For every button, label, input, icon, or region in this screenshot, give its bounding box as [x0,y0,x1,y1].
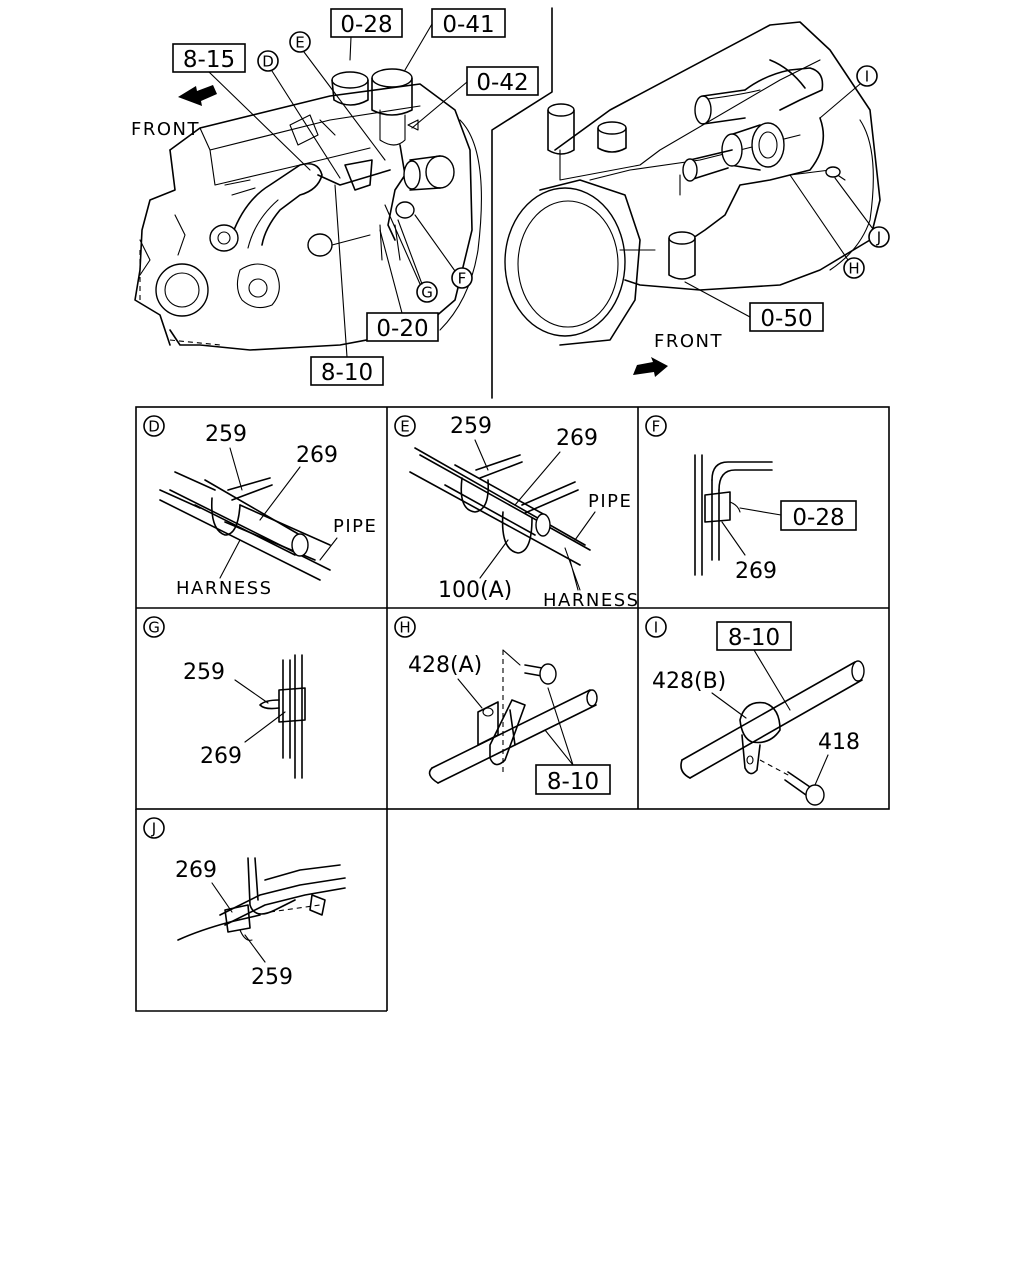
ref-0-41[interactable]: 0-41 [404,8,506,71]
detail-d: D 259 269 PIPE HARNESS [143,415,377,599]
detail-j-part-259: 259 [251,965,293,990]
left-front-arrow: FRONT [131,85,217,140]
left-front-label: FRONT [131,119,200,140]
detail-g-part-259: 259 [183,660,225,685]
marker-g-letter: G [421,284,433,302]
marker-i[interactable]: I [819,65,878,119]
detail-i-part-428b: 428(B) [652,669,726,694]
right-front-label: FRONT [654,331,723,352]
marker-e-letter: E [295,34,304,52]
marker-d[interactable]: D [257,50,341,179]
detail-e-letter: E [400,418,409,436]
ref-0-28[interactable]: 0-28 [330,8,403,61]
detail-g-part-269: 269 [200,744,242,769]
marker-j[interactable]: J [834,177,890,248]
ref-0-50-label: 0-50 [760,306,812,332]
left-engine-overview: FRONT 0-28 0-41 0-42 8-15 0-20 [131,8,539,386]
detail-f-ref-0-28[interactable]: 0-28 [739,500,857,531]
detail-grid-frame [135,406,890,1012]
ref-0-42[interactable]: 0-42 [411,66,539,129]
detail-i-letter: I [654,619,658,637]
detail-h-part-428a: 428(A) [408,653,482,678]
detail-h-ref-8-10[interactable]: 8-10 [535,687,611,795]
detail-h-ref-label: 8-10 [547,769,599,795]
marker-h-letter: H [848,260,859,278]
marker-d-letter: D [262,53,274,71]
detail-d-harness-label: HARNESS [176,578,273,599]
detail-d-pipe-label: PIPE [333,516,377,537]
detail-e-drawing [409,447,591,566]
left-engine-drawing [134,68,482,351]
detail-h-drawing [428,649,598,784]
ref-0-41-label: 0-41 [442,12,494,38]
separator-line [491,7,553,399]
detail-i-ref-8-10[interactable]: 8-10 [716,621,792,711]
detail-g-drawing [259,654,306,779]
right-engine-overview: FRONT 0-50 I J H [504,21,890,377]
ref-0-28-label: 0-28 [340,12,392,38]
detail-f-letter: F [652,418,661,436]
detail-e-part-259: 259 [450,414,492,439]
ref-0-20-label: 0-20 [376,316,428,342]
marker-i-letter: I [865,68,869,86]
ref-8-15-label: 8-15 [183,47,235,73]
ref-8-15[interactable]: 8-15 [172,43,311,171]
detail-d-part-269: 269 [296,443,338,468]
marker-j-letter: J [876,229,881,247]
detail-h-letter: H [399,619,410,637]
right-engine-drawing [504,21,881,346]
marker-g[interactable]: G [384,204,438,303]
detail-g-letter: G [148,619,160,637]
detail-d-drawing [159,471,331,581]
detail-g: G 259 269 [143,616,306,779]
detail-e: E 259 269 PIPE 100(A) HARNESS [394,414,640,611]
ref-8-10-left[interactable]: 8-10 [310,184,384,386]
detail-j-part-269: 269 [175,858,217,883]
marker-f-letter: F [458,270,467,288]
detail-f-drawing [694,454,773,576]
marker-f[interactable]: F [414,214,473,289]
detail-h: H 428(A) 8-10 [394,616,611,795]
detail-i: I 8-10 428(B) 418 [645,616,865,806]
detail-i-part-418: 418 [818,730,860,755]
ref-8-10-left-label: 8-10 [321,360,373,386]
detail-f-ref-label: 0-28 [792,505,844,531]
detail-i-drawing [680,660,865,806]
ref-0-20[interactable]: 0-20 [366,229,439,342]
ref-0-42-label: 0-42 [476,70,528,96]
detail-e-harness-label: HARNESS [543,590,640,611]
detail-e-part-100a: 100(A) [438,578,512,603]
right-front-arrow: FRONT [633,331,723,377]
detail-j-drawing [177,857,346,941]
marker-h[interactable]: H [789,174,865,279]
detail-d-part-259: 259 [205,422,247,447]
detail-e-part-269: 269 [556,426,598,451]
detail-j: J 269 259 [143,817,346,990]
detail-f: F 0-28 269 [645,415,857,584]
detail-j-letter: J [151,820,156,838]
marker-e[interactable]: E [289,31,386,161]
detail-f-part-269: 269 [735,559,777,584]
detail-i-ref-label: 8-10 [728,625,780,651]
detail-d-letter: D [148,418,160,436]
detail-e-pipe-label: PIPE [588,491,632,512]
ref-0-50[interactable]: 0-50 [684,281,824,332]
